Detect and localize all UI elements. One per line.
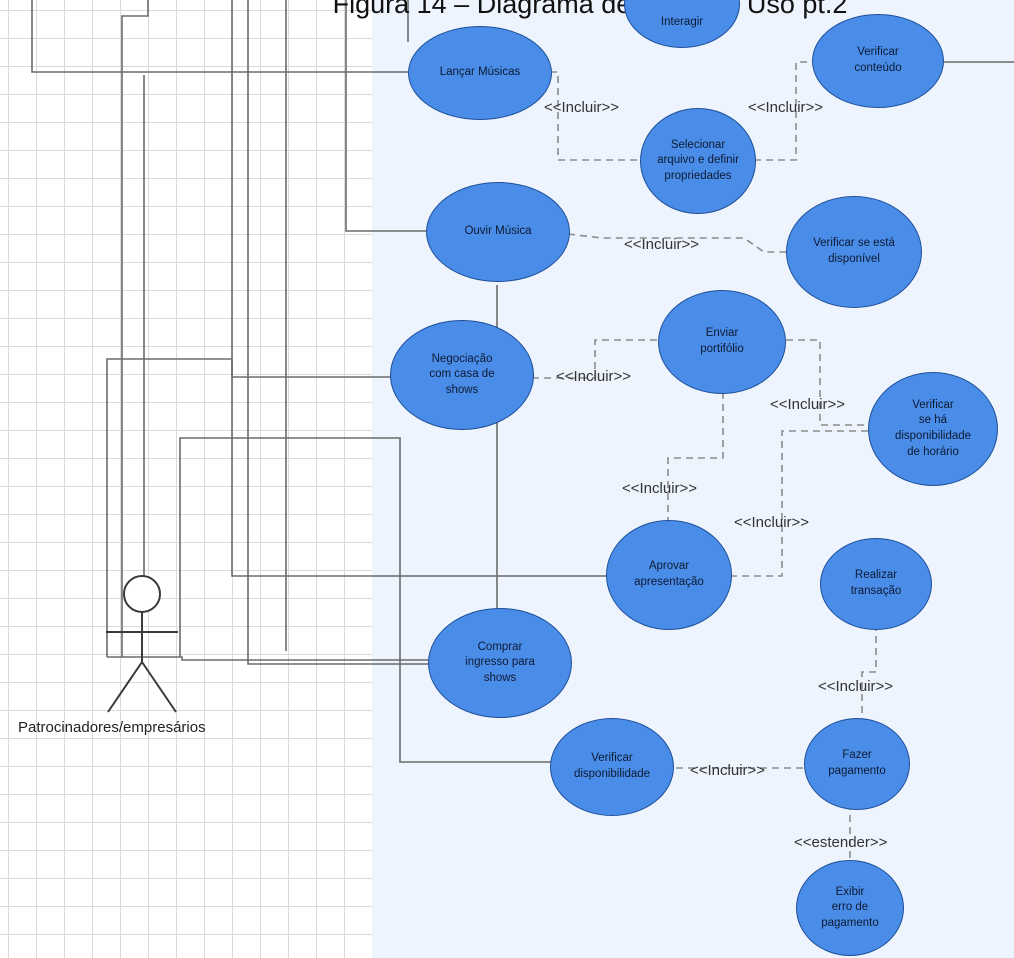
include-line	[730, 430, 870, 577]
include-line	[567, 233, 790, 253]
actor-label: Patrocinadores/empresários	[18, 719, 206, 736]
include-label: <<Incluir>>	[734, 514, 810, 531]
actor-left-leg	[107, 661, 143, 713]
use-case-realizar-transacao[interactable]: Realizar transação	[820, 538, 932, 630]
use-case-enviar-portfolio[interactable]: Enviar portifólio	[658, 290, 786, 394]
include-label: <<Incluir>>	[622, 480, 698, 497]
include-line	[754, 61, 814, 161]
use-case-selecionar-arquivo[interactable]: Selecionar arquivo e definir propriedade…	[640, 108, 756, 214]
include-line	[786, 339, 878, 426]
include-line	[861, 624, 877, 722]
include-label: <<Incluir>>	[556, 368, 632, 385]
use-case-fazer-pagamento[interactable]: Fazer pagamento	[804, 718, 910, 810]
diagram-title: Figura 14 – Diagrama de Caso de Uso pt.2	[332, 0, 848, 19]
use-case-aprovar-apresentacao[interactable]: Aprovar apresentação	[606, 520, 732, 630]
use-case-comprar-ingresso[interactable]: Comprar ingresso para shows	[428, 608, 572, 718]
association-line	[231, 0, 392, 378]
actor-stick-figure[interactable]	[98, 570, 188, 720]
include-label: <<Incluir>>	[624, 236, 700, 253]
actor-head	[123, 575, 161, 613]
use-case-verificar-disponivel[interactable]: Verificar se está disponível	[786, 196, 922, 308]
actor-right-leg	[141, 661, 177, 713]
use-case-exibir-erro[interactable]: Exibir erro de pagamento	[796, 860, 904, 956]
association-line	[179, 437, 552, 763]
use-case-lancar-musicas[interactable]: Lançar Músicas	[408, 26, 552, 120]
use-case-negociacao[interactable]: Negociação com casa de shows	[390, 320, 534, 430]
association-line	[345, 0, 426, 232]
include-label: <<Incluir>>	[690, 762, 766, 779]
association-line	[247, 0, 434, 665]
association-line	[31, 0, 410, 73]
association-line	[121, 0, 149, 657]
use-case-ouvir-musica[interactable]: Ouvir Música	[426, 182, 570, 282]
include-label: <<Incluir>>	[544, 99, 620, 116]
include-line	[550, 71, 644, 161]
include-line	[532, 339, 660, 379]
use-case-verificar-horario[interactable]: Verificar se há disponibilidade de horár…	[868, 372, 998, 486]
include-label: <<Incluir>>	[748, 99, 824, 116]
include-label: <<Incluir>>	[818, 678, 894, 695]
extend-label: <<estender>>	[794, 834, 888, 851]
include-label: <<Incluir>>	[770, 396, 846, 413]
association-line	[107, 656, 434, 661]
association-line	[231, 359, 610, 577]
include-line	[667, 392, 724, 524]
use-case-verificar-conteudo[interactable]: Verificar conteúdo	[812, 14, 944, 108]
association-line	[106, 358, 232, 657]
use-case-verificar-disponibilidade[interactable]: Verificar disponibilidade	[550, 718, 674, 816]
